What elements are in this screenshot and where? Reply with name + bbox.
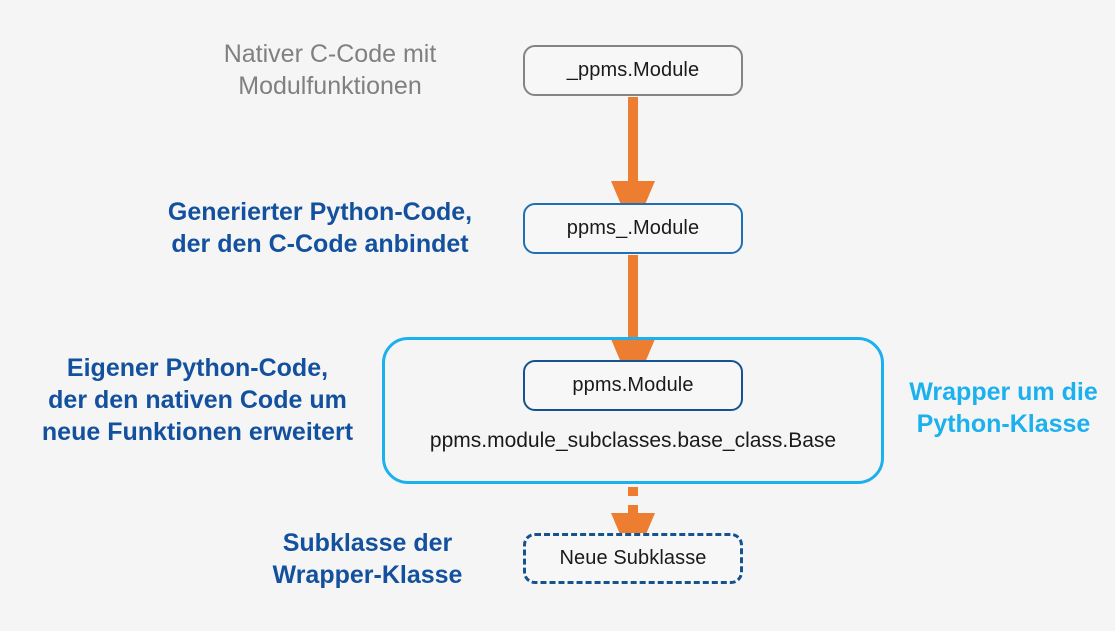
node-generated-module: ppms_.Module [523, 203, 743, 254]
wrapper-container [382, 337, 884, 484]
node-native-module: _ppms.Module [523, 45, 743, 96]
node-new-subclass: Neue Subklasse [523, 533, 743, 584]
label-generated-python-code: Generierter Python-Code, der den C-Code … [167, 198, 473, 258]
label-native-c-code: Nativer C-Code mit Modulfunktionen [223, 40, 437, 100]
label-subclass-of-wrapper: Subklasse der Wrapper-Klasse [272, 529, 463, 589]
label-own-python-code: Eigener Python-Code, der den nativen Cod… [41, 354, 354, 446]
node-wrapped-module: ppms.Module [523, 360, 743, 411]
node-base-class-path: ppms.module_subclasses.base_class.Base [429, 429, 837, 452]
label-wrapper-around-python-class: Wrapper um die Python-Klasse [909, 378, 1098, 438]
